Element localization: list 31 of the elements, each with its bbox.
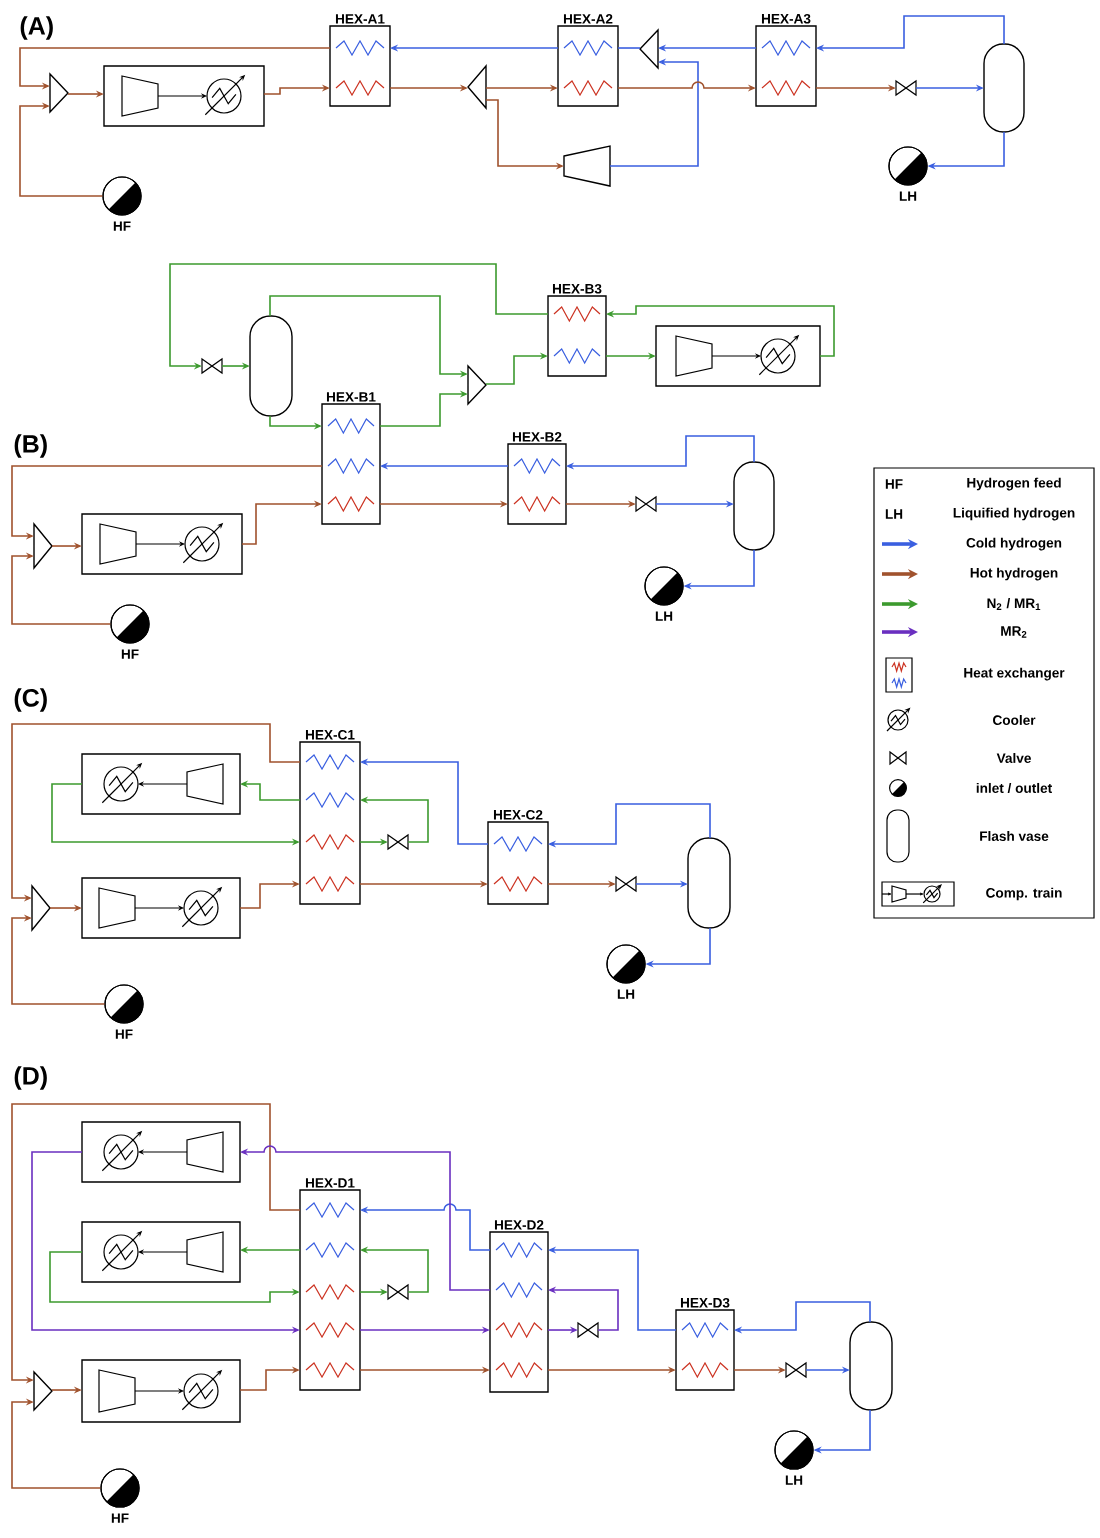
pipe-arrow [11,914,106,1005]
panel-label: (C) [14,688,47,712]
compressor-train [81,1121,241,1183]
valve-symbol [577,1321,599,1339]
valve-symbol [895,79,917,97]
flash-vessel [983,43,1025,133]
valve-symbol [785,1361,807,1379]
compressor-symbol [563,145,611,187]
pipe-arrow [19,102,104,197]
panel-label: (B) [14,434,47,458]
valve-symbol [615,875,637,893]
compressor-train [81,877,241,939]
flash-vessel [733,461,775,551]
flash-vessel [687,837,731,929]
pipe-arrow [11,1398,102,1489]
panel-label: (A) [20,16,53,40]
flash-vessel [849,1321,893,1411]
panel-label: (D) [14,1066,47,1090]
compressor-train [81,1359,241,1423]
compressor-train [81,753,241,815]
valve-symbol [387,833,409,851]
pipe-arrow [11,552,112,625]
compressor-train [81,1221,241,1283]
valve-symbol [635,495,657,513]
flash-vessel [249,315,293,417]
pipe-line [617,47,641,49]
valve-symbol [387,1283,409,1301]
compressor-train [81,513,243,575]
compressor-train [655,325,821,387]
compressor-train [103,65,265,127]
valve-symbol [201,357,223,375]
